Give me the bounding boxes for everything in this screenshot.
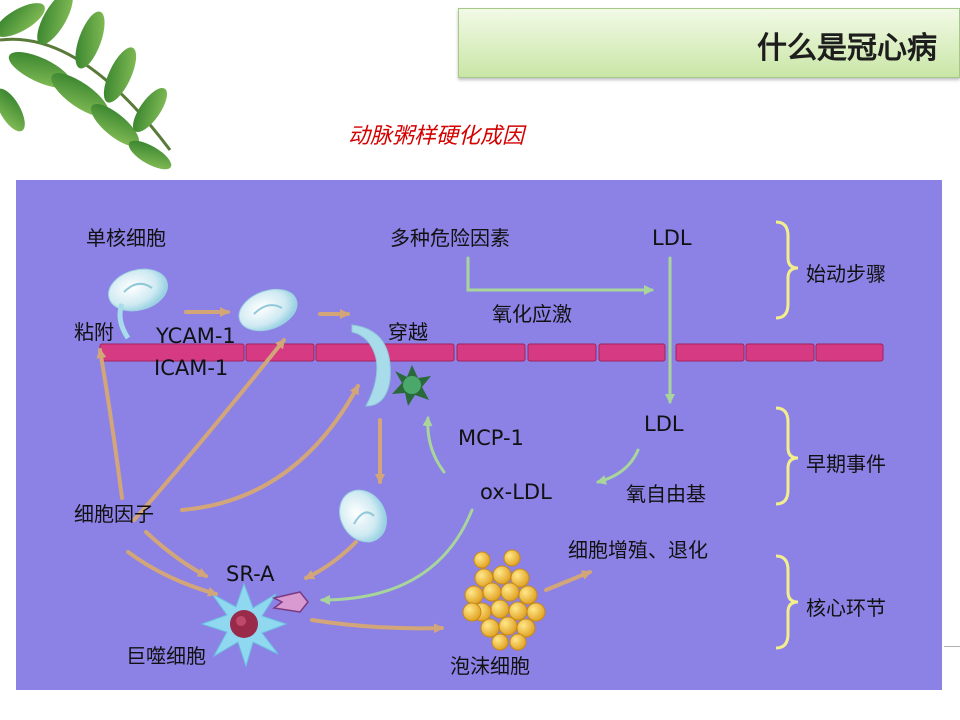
ox-ldl-label: ox-LDL	[480, 480, 552, 504]
proliferation-label: 细胞增殖、退化	[568, 538, 708, 562]
monocyte-cell-2	[238, 288, 298, 332]
oxidative-stress-label: 氧化应激	[492, 302, 572, 326]
ycam-label: YCAM-1	[156, 324, 236, 348]
mcp-label: MCP-1	[458, 426, 524, 450]
activated-cell	[392, 365, 431, 406]
monocyte-cell-3	[339, 489, 387, 543]
foam-cell-cluster	[462, 549, 546, 651]
monocyte-label: 单核细胞	[86, 226, 166, 250]
diagram-panel: 单核细胞 粘附 YCAM-1 ICAM-1 多种危险因素 LDL 氧化应激 穿越…	[16, 180, 942, 690]
stage-initiation-label: 始动步骤	[806, 262, 886, 286]
diagram-graphics	[96, 220, 884, 668]
macrophage-label: 巨噬细胞	[126, 644, 206, 668]
cytokine-label: 细胞因子	[74, 502, 154, 526]
adhesion-label: 粘附	[74, 320, 114, 344]
stage-brackets	[775, 220, 799, 650]
green-arrows	[320, 256, 675, 605]
title-banner: 什么是冠心病	[458, 8, 960, 78]
ldl-top-label: LDL	[652, 226, 692, 250]
icam-label: ICAM-1	[154, 356, 229, 380]
stage-core-link-label: 核心环节	[806, 596, 886, 620]
ldl-mid-label: LDL	[644, 412, 684, 436]
foam-cell-label: 泡沫细胞	[450, 654, 530, 678]
slide-edge-line	[944, 646, 960, 647]
sr-a-receptor	[271, 591, 309, 613]
page-title: 什么是冠心病	[757, 31, 937, 66]
monocyte-cell-1	[108, 268, 168, 340]
diagram-subtitle: 动脉粥样硬化成因	[348, 124, 525, 149]
macrophage-cell	[200, 582, 288, 668]
stage-early-events-label: 早期事件	[806, 452, 886, 476]
tan-arrows	[96, 307, 592, 634]
leaf-decoration	[0, 0, 172, 170]
penetrate-label: 穿越	[388, 320, 428, 344]
risk-factors-label: 多种危险因素	[390, 226, 510, 250]
transmigrating-monocyte	[351, 324, 391, 407]
sr-a-label: SR-A	[226, 562, 275, 586]
free-radical-label: 氧自由基	[626, 482, 706, 506]
